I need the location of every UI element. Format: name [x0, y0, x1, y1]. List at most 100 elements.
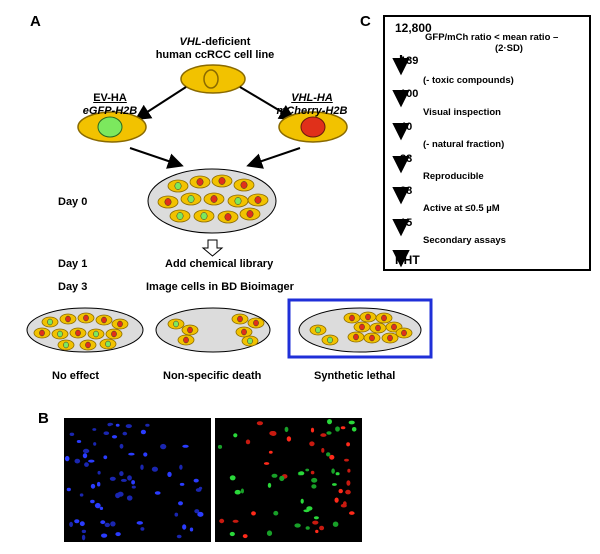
nucleus-dot — [119, 471, 124, 477]
nucleus-dot — [107, 423, 112, 427]
coculture-cell — [189, 175, 211, 189]
nucleus-dot — [305, 468, 310, 472]
nucleus-dot — [217, 444, 223, 449]
nucleus-dot — [245, 439, 251, 445]
nucleus-dot — [332, 521, 339, 527]
no-effect-cell — [69, 327, 87, 339]
nucleus-dot — [263, 462, 270, 465]
nucleus-dot — [326, 431, 332, 435]
coculture-cell — [233, 178, 255, 192]
cell-line-name: human ccRCC cell line — [155, 49, 275, 61]
nucleus-dot — [119, 443, 124, 449]
nucleus-dot — [179, 464, 183, 470]
ev-ha-reporter: eGFP-H2B — [82, 105, 138, 117]
funnel-count-1: 139 — [400, 55, 419, 67]
nucleus-dot — [69, 521, 73, 527]
funnel-step-1: (- toxic compounds) — [423, 75, 514, 86]
nucleus-dot — [232, 519, 239, 523]
synthetic-lethal-cell — [363, 332, 381, 344]
nucleus-dot — [131, 485, 136, 489]
nonspecific-cell — [235, 326, 253, 338]
nucleus-dot — [315, 529, 319, 534]
nonspecific-cell — [181, 324, 199, 336]
nucleus-dot — [143, 452, 148, 457]
ev-ha-cell — [77, 111, 147, 143]
arrow-vhl-to-dish — [246, 147, 301, 169]
nucleus-dot — [340, 426, 346, 430]
coculture-cell — [239, 207, 261, 221]
nucleus-dot — [182, 444, 189, 448]
nucleus-dot — [346, 442, 350, 447]
no-effect-cell — [87, 328, 105, 340]
synthetic-lethal-cell — [381, 332, 399, 344]
nucleus-dot — [178, 501, 183, 506]
nucleus-dot — [309, 441, 315, 447]
nucleus-dot — [344, 458, 349, 462]
nucleus-dot — [179, 482, 185, 486]
nucleus-dot — [321, 448, 325, 453]
funnel-count-4: 33 — [400, 153, 413, 165]
day-1-label: Day 1 — [58, 258, 88, 270]
nucleus-dot — [101, 533, 108, 538]
coculture-dish — [147, 168, 277, 234]
nucleus-dot — [82, 453, 88, 459]
nucleus-dot — [120, 478, 127, 482]
funnel-step-5: Active at ≤0.5 µM — [423, 203, 500, 214]
coculture-cell — [227, 194, 249, 208]
nucleus-dot — [242, 534, 248, 539]
no-effect-cell — [41, 316, 59, 328]
nucleus-dot — [140, 527, 145, 531]
nucleus-dot — [267, 482, 272, 488]
nucleus-dot — [271, 473, 278, 478]
nucleus-dot — [88, 459, 95, 463]
nucleus-dot — [74, 458, 81, 464]
outcome-no-effect: No effect — [52, 370, 100, 382]
coculture-cell — [169, 209, 191, 223]
nucleus-dot — [335, 426, 340, 432]
dish-no-effect — [26, 307, 144, 353]
funnel-step-2: Visual inspection — [423, 107, 501, 118]
nucleus-dot — [103, 431, 110, 435]
ev-ha-label: EV-HA eGFP-H2B — [60, 92, 160, 118]
coculture-cell — [247, 193, 269, 207]
dish-nonspecific — [155, 307, 271, 353]
nucleus-dot — [193, 478, 199, 483]
no-effect-cell — [111, 318, 129, 330]
nucleus-dot — [81, 534, 86, 541]
arrow-to-vhl — [239, 86, 296, 121]
nucleus-dot — [99, 506, 104, 510]
nucleus-dot — [256, 421, 263, 426]
nucleus-dot — [229, 475, 236, 481]
nucleus-dot — [269, 431, 276, 436]
funnel-count-6: 15 — [400, 217, 413, 229]
cell-line-gene: VHL — [179, 36, 202, 48]
nucleus-dot — [151, 466, 158, 472]
nucleus-dot — [79, 521, 85, 527]
nucleus-dot — [92, 428, 97, 431]
nucleus-dot — [154, 491, 161, 495]
funnel-count-2: 100 — [400, 88, 419, 100]
panel-label-c: C — [360, 13, 371, 30]
image-cells-label: Image cells in BD Bioimager — [146, 281, 294, 293]
no-effect-cell — [57, 339, 75, 351]
nucleus-dot — [140, 464, 144, 470]
funnel-count-3: 40 — [400, 121, 413, 133]
nucleus-dot — [273, 510, 279, 516]
nucleus-dot — [140, 429, 146, 435]
nucleus-dot — [145, 423, 150, 427]
nucleus-dot — [310, 427, 315, 433]
nucleus-dot — [97, 470, 101, 475]
nucleus-dot — [117, 491, 124, 497]
nonspecific-cell — [241, 335, 259, 347]
vhl-ha-title: VHL-HA — [291, 92, 333, 104]
nucleus-dot — [66, 487, 71, 492]
coculture-cell — [193, 209, 215, 223]
no-effect-cell — [105, 328, 123, 340]
add-library-label: Add chemical library — [165, 258, 274, 270]
synthetic-lethal-cell — [375, 312, 393, 324]
nucleus-dot — [294, 523, 301, 528]
nonspecific-cell — [231, 313, 249, 325]
no-effect-cell — [33, 327, 51, 339]
